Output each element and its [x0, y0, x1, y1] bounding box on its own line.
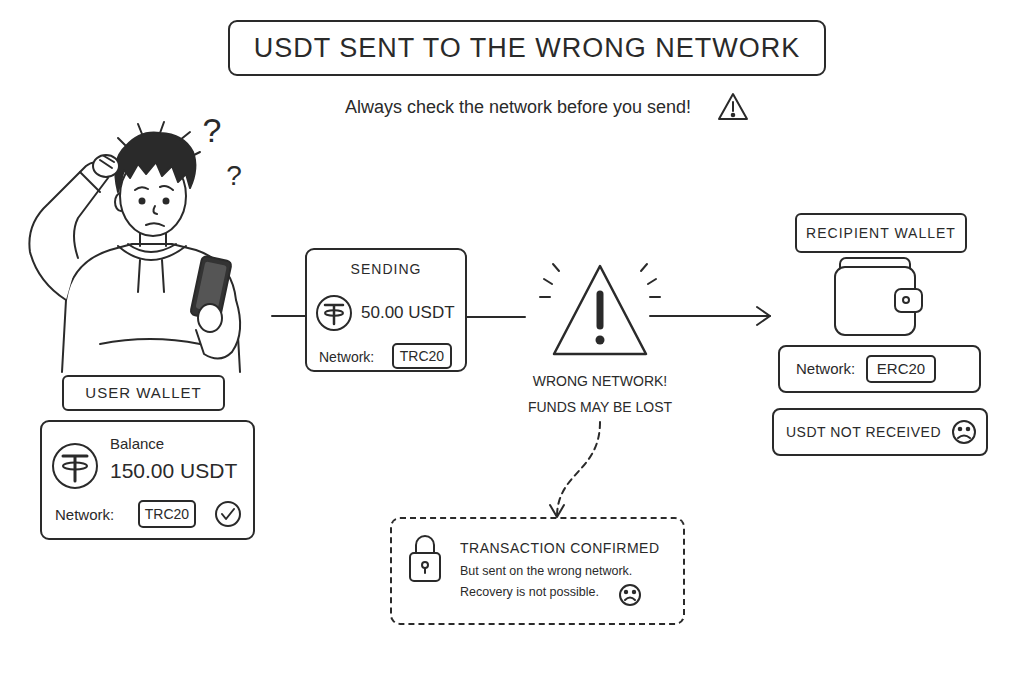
hood-collar [118, 246, 186, 260]
spark [641, 264, 647, 271]
warning-triangle: WRONG NETWORK! FUNDS MAY BE LOST [525, 262, 675, 422]
question-mark: ? [220, 158, 248, 194]
node-text: RECIPIENT WALLET [797, 215, 965, 251]
hoodie-body [62, 244, 240, 372]
phone-screen [195, 261, 226, 313]
nose [153, 206, 157, 214]
connector [467, 317, 525, 318]
subtitle-note: Always check the network before you send… [318, 94, 718, 120]
phone-arm [196, 300, 240, 359]
spark [650, 296, 660, 298]
node-text: 50.00 USDT [361, 301, 463, 325]
flow-arrow [650, 307, 770, 325]
ear [115, 193, 127, 211]
node-text: USDT NOT RECEIVED [786, 410, 956, 454]
eye [140, 199, 145, 204]
hair-spikes [118, 122, 200, 156]
neck [140, 232, 166, 246]
sending-card: SENDING 50.00 USDT Network:TRC20 [305, 248, 467, 372]
diagram-title: USDT SENT TO THE WRONG NETWORK [230, 22, 824, 74]
warning-triangle-shape [525, 262, 675, 422]
arrow-head [550, 505, 564, 517]
sleeve-cuff [80, 172, 100, 192]
drawstring [138, 260, 140, 292]
node-text: SENDING [307, 258, 465, 280]
network-tag: TRC20 [138, 500, 196, 528]
raised-arm [29, 162, 108, 300]
node-text: USER WALLET [64, 377, 223, 409]
hair [115, 133, 195, 192]
spark [540, 296, 550, 298]
hood-collar-inner [128, 244, 176, 252]
node-text: 150.00 USDT [110, 456, 250, 486]
flow-line [272, 315, 305, 317]
wallet-body [835, 267, 915, 335]
transaction-note: TRANSACTION CONFIRMEDBut sent on the wro… [390, 517, 685, 625]
node-text: WRONG NETWORK! FUNDS MAY BE LOST [525, 368, 675, 420]
phone-hand [198, 304, 222, 332]
wallet-label-box: RECIPIENT WALLET [795, 213, 967, 253]
network-tag: TRC20 [392, 343, 452, 369]
exclamation-dot [596, 336, 605, 345]
wallet-illustration [835, 258, 922, 335]
hoodie-pocket [100, 339, 200, 344]
wallet-button [903, 297, 909, 303]
warning-icon [719, 94, 747, 119]
node-text: TRANSACTION CONFIRMED [460, 537, 672, 559]
flow-arrow-head [757, 307, 770, 325]
connector [550, 422, 600, 517]
exclamation-bar [597, 294, 604, 326]
flow-arrow-line [650, 315, 770, 317]
fingers [100, 156, 114, 168]
eye [164, 199, 169, 204]
node-text: ERC20 [868, 357, 934, 381]
node-text: TRC20 [394, 345, 450, 367]
node-text: TRC20 [140, 502, 194, 526]
node-text: Network: [796, 347, 866, 391]
spark [648, 279, 656, 284]
node-text: Network: [319, 344, 389, 370]
spark [544, 279, 552, 284]
confused-person [29, 122, 240, 372]
warning-icon-outline [719, 94, 747, 119]
network-tag: ERC20 [866, 355, 936, 383]
node-text: But sent on the wrong network. Recovery … [460, 561, 645, 603]
wallet-label-box: USER WALLET [62, 375, 225, 411]
warning-icon-bar [732, 102, 734, 111]
eyebrow [160, 186, 173, 190]
face [120, 156, 186, 236]
warning-triangle-outline [554, 266, 646, 354]
phone [190, 256, 232, 321]
connector-line [467, 316, 525, 318]
node-text: Balance [110, 433, 230, 455]
balance-card: Balance150.00 USDT Network:TRC20 [40, 420, 255, 540]
eyebrow [135, 187, 148, 190]
node-text: Network: [55, 502, 135, 528]
wallet-clasp [895, 289, 922, 312]
status-box: USDT NOT RECEIVED [772, 408, 988, 456]
spark [553, 264, 559, 271]
mouth [146, 223, 164, 226]
connector-line [557, 422, 600, 517]
network-box: Network:ERC20 [778, 345, 981, 393]
title-box: USDT SENT TO THE WRONG NETWORK [228, 20, 826, 76]
scratching-hand [93, 155, 119, 177]
question-mark: ? [196, 110, 228, 150]
drawstring [162, 260, 164, 292]
warning-icon-dot [732, 114, 735, 117]
wallet-back [840, 258, 910, 280]
